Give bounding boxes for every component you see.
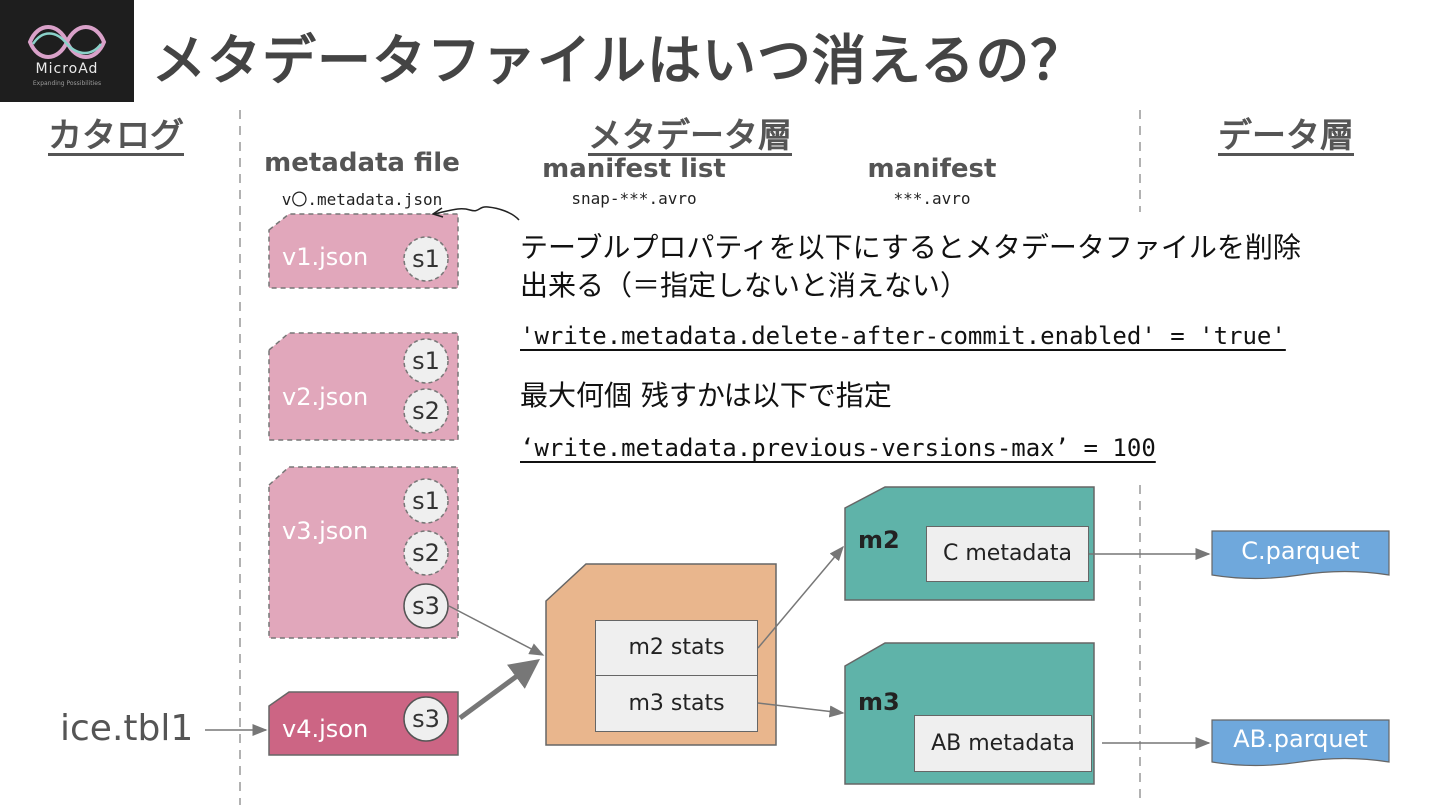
catalog-table-name: ice.tbl1 — [60, 708, 194, 749]
manifest-list-row: m2 stats — [595, 620, 758, 676]
metadata-file-name: v2.json — [282, 383, 369, 411]
snapshot-label: s1 — [412, 245, 440, 273]
data-file-ab-parquet — [1211, 719, 1390, 767]
logo-tagline: Expanding Possibilities — [32, 80, 102, 87]
metadata-layer-heading: メタデータ層 — [588, 116, 792, 156]
m2-stats-arrow — [757, 545, 844, 649]
snapshot-badge — [403, 236, 449, 282]
manifest-name: m2 — [858, 526, 900, 554]
metadata-file-v2 — [268, 332, 459, 441]
data-file-c-parquet — [1211, 530, 1390, 580]
page-title: メタデータファイルはいつ消えるの？ — [152, 29, 1086, 92]
data-file-name: C.parquet — [1241, 537, 1360, 565]
metadata-file-header: metadata file — [264, 148, 460, 178]
manifest-pattern: ***.avro — [893, 189, 971, 208]
metadata-file-v1 — [268, 213, 459, 289]
snapshot-badge — [403, 338, 449, 384]
manifest-content: AB metadata — [914, 715, 1092, 772]
metadata-file-name: v4.json — [282, 715, 369, 743]
note-property-2: ‘write.metadata.previous-versions-max’ =… — [520, 434, 1156, 462]
note-line-2: 出来る（＝指定しないと消えない） — [520, 269, 969, 302]
snapshot-label: s2 — [412, 397, 440, 425]
note-pointer-icon — [433, 206, 520, 221]
snapshot-badge — [403, 478, 449, 524]
data-layer-heading: データ層 — [1218, 116, 1354, 156]
logo — [0, 0, 134, 102]
note-line-3: 最大何個 残すかは以下で指定 — [520, 379, 892, 412]
manifest-list-row: m3 stats — [595, 675, 758, 732]
logo-infinity-icon — [27, 25, 107, 59]
snapshot-badge — [403, 696, 449, 742]
note-line-1: テーブルプロパティを以下にするとメタデータファイルを削除 — [520, 231, 1301, 264]
metadata-file-name: v3.json — [282, 517, 369, 545]
snapshot-badge — [403, 530, 449, 576]
manifest-name: m3 — [858, 688, 900, 716]
snapshot-label: s3 — [412, 705, 440, 733]
manifest-list-pattern: snap-***.avro — [571, 189, 697, 208]
catalog-heading: カタログ — [48, 116, 184, 156]
data-file-name: AB.parquet — [1233, 725, 1368, 753]
metadata-file-pattern: v〇.metadata.json — [281, 190, 443, 209]
metadata-file-name: v1.json — [282, 243, 369, 271]
note-property-1: 'write.metadata.delete-after-commit.enab… — [520, 322, 1286, 350]
snapshot-label: s1 — [412, 487, 440, 515]
logo-name: MicroAd — [35, 61, 99, 77]
snapshot-label: s1 — [412, 347, 440, 375]
snapshot-badge — [403, 583, 449, 629]
snapshot-label: s2 — [412, 539, 440, 567]
snapshot-label: s3 — [412, 592, 440, 620]
manifest-header: manifest — [867, 154, 997, 184]
s3-to-manifest-list-arrow — [448, 605, 545, 656]
snapshot-badge — [403, 388, 449, 434]
m3-stats-arrow — [757, 702, 845, 718]
v4-s3-to-manifest-list-arrow — [458, 659, 541, 721]
manifest-list-header: manifest list — [542, 154, 726, 184]
metadata-file-v4 — [268, 691, 459, 756]
metadata-file-v3 — [268, 466, 459, 639]
manifest-content: C metadata — [926, 526, 1089, 582]
